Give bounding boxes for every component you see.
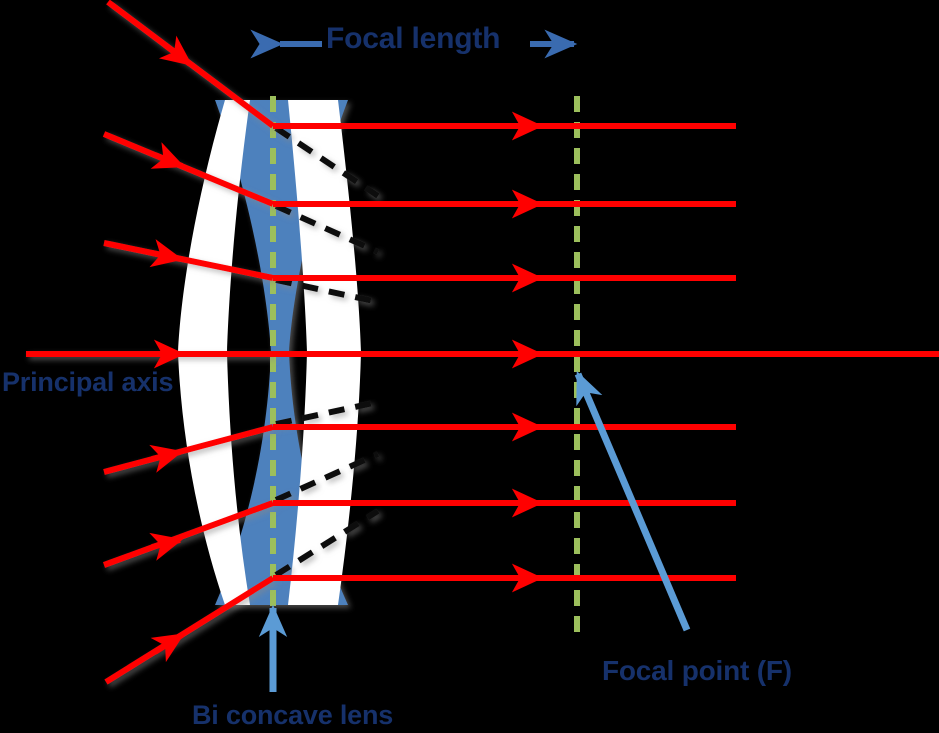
incoming-ray-arrow-icon	[150, 142, 185, 169]
construction-line	[274, 203, 380, 255]
incoming-ray	[104, 575, 275, 685]
incoming-ray-arrow-icon	[149, 532, 184, 561]
outgoing-ray-arrowheads	[500, 111, 544, 593]
incoming-ray-arrowheads	[140, 35, 193, 663]
incoming-ray	[103, 424, 274, 475]
focal-point-pointer-arrow-icon	[574, 371, 691, 632]
principal-axis-label: Principal axis	[2, 367, 174, 397]
incoming-ray-arrow-icon	[149, 444, 184, 473]
incoming-ray-arrow-icon	[150, 632, 185, 663]
bi-concave-lens-label: Bi concave lens	[192, 700, 394, 730]
incoming-ray-arrow-icon	[149, 239, 184, 268]
focal-point-label: Focal point (F)	[602, 655, 792, 686]
construction-line	[275, 399, 379, 427]
construction-line	[274, 451, 380, 503]
incoming-ray	[103, 240, 274, 281]
focal-length-label: Focal length	[326, 22, 501, 55]
construction-line	[275, 277, 379, 305]
incoming-ray-arrow-icon	[158, 35, 193, 67]
incoming-ray	[102, 131, 275, 207]
construction-line	[274, 125, 380, 199]
incoming-ray	[106, 0, 275, 129]
construction-dashed-lines	[274, 125, 380, 578]
incoming-ray	[102, 500, 275, 568]
construction-line	[274, 508, 380, 578]
